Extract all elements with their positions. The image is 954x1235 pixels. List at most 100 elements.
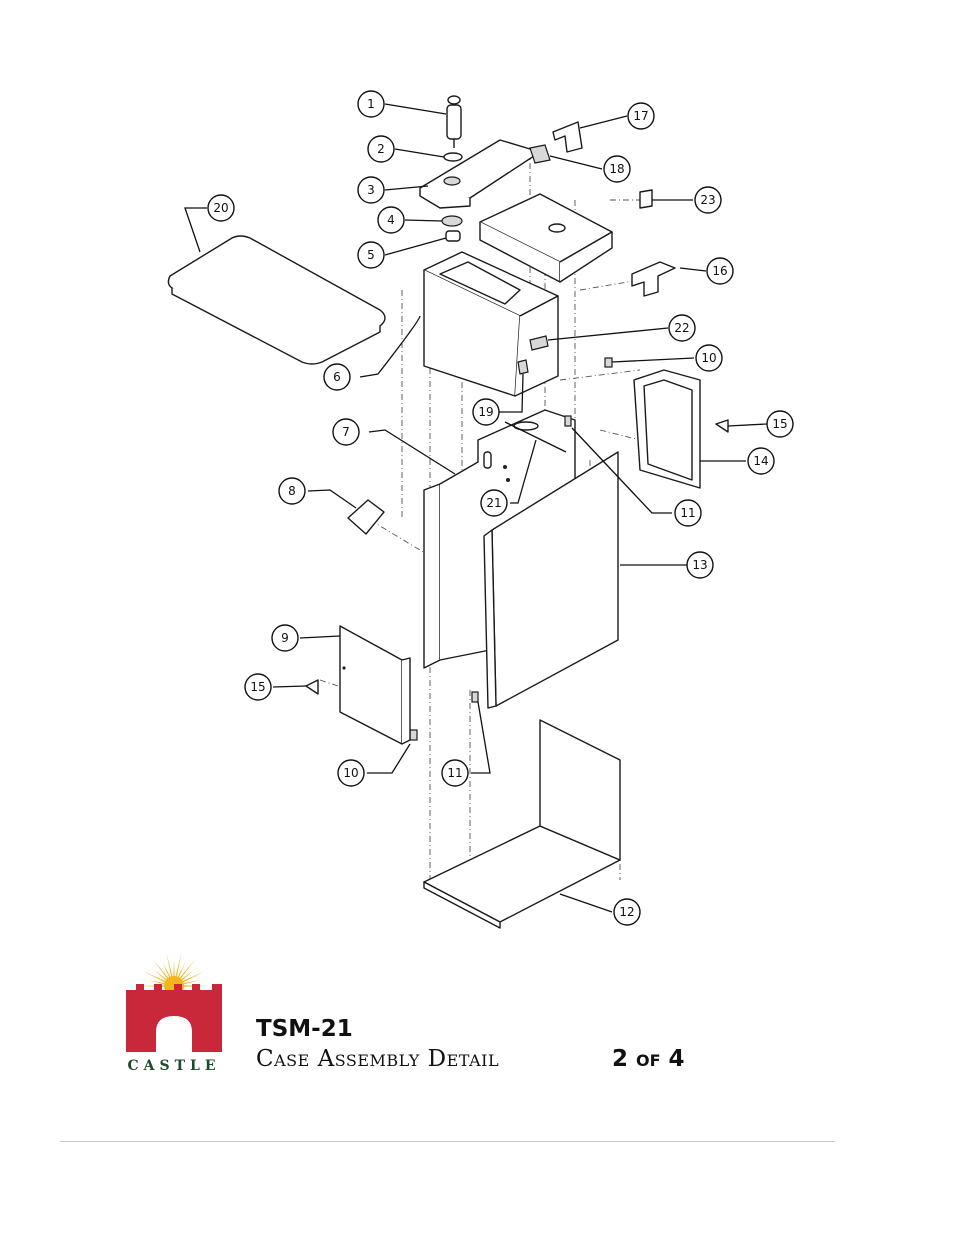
svg-text:6: 6 [333,370,341,384]
model-number: TSM-21 [256,1016,353,1042]
svg-text:16: 16 [712,264,727,278]
callout-4: 4 [377,206,405,234]
callout-10-right: 10 [695,344,723,372]
callout-20: 20 [207,194,235,222]
sun-ray [180,971,205,984]
part-20-top-tray [167,235,386,365]
callout-3: 3 [357,176,385,204]
svg-text:23: 23 [700,193,715,207]
svg-text:14: 14 [753,454,768,468]
callout-8: 8 [278,477,306,505]
svg-text:1: 1 [367,97,375,111]
part-10-clip-lower [409,729,418,741]
logo-wordmark: CASTLE [127,1058,221,1074]
callout-2: 2 [367,135,395,163]
castle-logo [126,952,222,1052]
svg-text:11: 11 [680,506,695,520]
sun-ray [175,952,182,979]
svg-text:10: 10 [343,766,358,780]
svg-text:19: 19 [478,405,493,419]
svg-text:22: 22 [674,321,689,335]
svg-text:13: 13 [692,558,707,572]
callout-5: 5 [357,241,385,269]
part-3-lever [419,139,541,209]
part-14-door-frame [633,369,701,489]
callout-14: 14 [747,447,775,475]
castle-tower-icon [126,984,222,1052]
sun-ray [162,962,172,980]
part-13-side-panel [483,451,619,709]
svg-text:17: 17 [633,109,648,123]
callout-18: 18 [603,155,631,183]
top-housing [479,193,613,283]
svg-text:20: 20 [213,201,228,215]
part-9-access-door [339,625,411,745]
callout-1: 1 [357,90,385,118]
part-22-connector [529,335,549,351]
document-title: Case Assembly Detail [256,1046,500,1072]
svg-text:4: 4 [387,213,395,227]
callout-17: 17 [627,102,655,130]
page-indicator: 2 of 4 [612,1046,685,1072]
svg-text:21: 21 [486,496,501,510]
svg-text:9: 9 [281,631,289,645]
sun-ray [181,980,200,985]
part-8-plate [347,499,385,535]
sun-ray [179,969,195,982]
part-12-base-pan [423,719,621,929]
svg-text:3: 3 [367,183,375,197]
callout-19: 19 [472,398,500,426]
part-17-bracket [552,121,583,153]
footer-rule [60,1141,835,1142]
callout-11-right: 11 [674,499,702,527]
sun-ray [143,971,168,984]
callout-15-left: 15 [244,673,272,701]
part-23-clip [639,189,653,209]
callout-13: 13 [686,551,714,579]
callout-7: 7 [332,418,360,446]
part-10-clip-upper [604,357,613,368]
callout-12: 12 [613,898,641,926]
case-assembly-exploded-diagram: 1 2 3 4 5 6 7 8 9 10 10 11 11 12 13 14 1… [167,90,794,929]
callout-11-left: 11 [441,759,469,787]
part-11-pin-lower [471,691,479,703]
svg-text:7: 7 [342,425,350,439]
sun-ray [153,969,169,982]
callout-22: 22 [668,314,696,342]
svg-text:8: 8 [288,484,296,498]
sun-ray [152,959,170,981]
part-16-bracket [631,261,676,297]
sun-ray [173,960,175,979]
part-18-switch [529,144,551,164]
leader-lines [184,103,768,913]
callout-15-right: 15 [766,410,794,438]
sun-ray [148,980,167,985]
part-4-nut [441,215,463,227]
part-19-fitting [517,359,529,375]
callout-6: 6 [323,363,351,391]
sun-ray [166,952,173,979]
callout-21: 21 [480,489,508,517]
callout-16: 16 [706,257,734,285]
svg-text:2: 2 [377,142,385,156]
part-15-knob-left [305,679,319,695]
callout-9: 9 [271,624,299,652]
callout-23: 23 [694,186,722,214]
sun-ray [176,962,186,980]
part-21-tube [504,421,567,453]
callout-10-left: 10 [337,759,365,787]
svg-text:15: 15 [772,417,787,431]
svg-text:11: 11 [447,766,462,780]
svg-text:18: 18 [609,162,624,176]
svg-text:5: 5 [367,248,375,262]
svg-text:10: 10 [701,351,716,365]
part-11-pin-upper [564,415,572,427]
part-1-solenoid [446,95,462,148]
part-15-knob-right [715,419,729,433]
part-6-upper-hood [423,251,559,397]
part-5-bushing [445,230,461,242]
svg-text:12: 12 [619,905,634,919]
part-2-washer [443,152,463,162]
part-7-main-frame [423,409,576,669]
svg-text:15: 15 [250,680,265,694]
